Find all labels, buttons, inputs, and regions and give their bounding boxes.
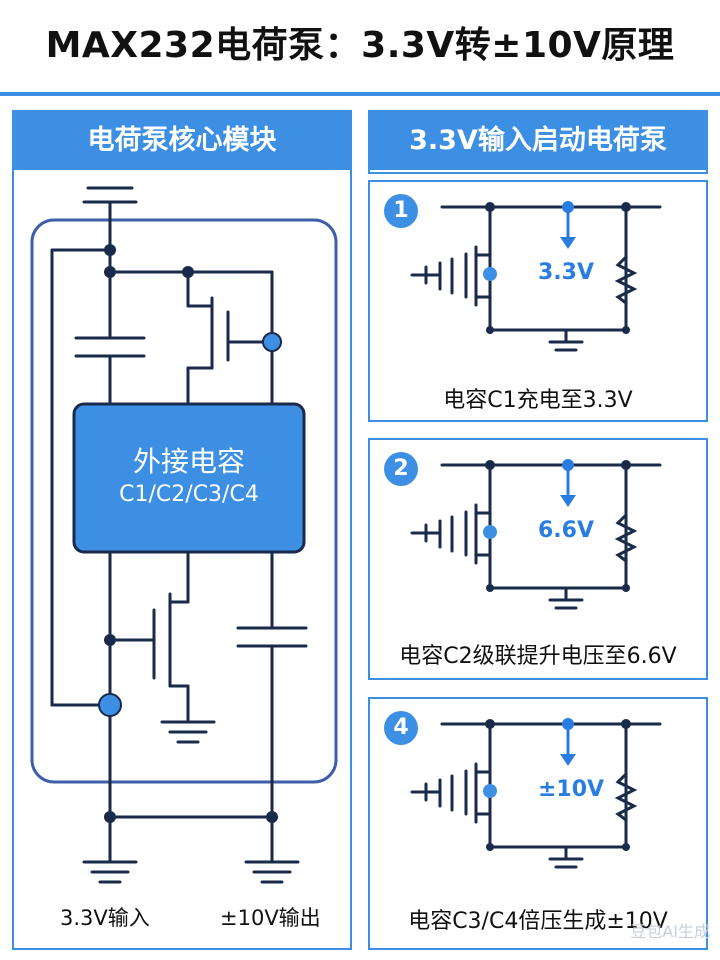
- step-2-voltage: 6.6V: [538, 518, 594, 543]
- junction-dot: [182, 266, 194, 278]
- step-2-badge: 2: [384, 452, 418, 486]
- junction-dot: [104, 811, 116, 823]
- step-4-caption: 电容C3/C4倍压生成±10V: [408, 909, 668, 934]
- step-4-badge: 4: [384, 711, 418, 745]
- junction-dot: [486, 843, 494, 851]
- junction-dot: [485, 202, 495, 212]
- voltage-arrow-head: [560, 495, 576, 507]
- junction-dot: [104, 244, 116, 256]
- transistor-node: [483, 267, 497, 281]
- resistor-zigzag: [614, 772, 638, 822]
- voltage-arrow-head: [560, 754, 576, 766]
- junction-dot: [104, 634, 116, 646]
- charge-pump-core-panel: 电荷泵核心模块: [12, 110, 352, 950]
- right-panel-header: 3.3V输入启动电荷泵: [370, 112, 706, 170]
- external-capacitor-chip: [72, 402, 306, 554]
- input-label: 3.3V输入: [60, 906, 150, 930]
- arrow-source-node: [562, 459, 574, 471]
- left-panel-header: 电荷泵核心模块: [14, 112, 350, 170]
- junction-dot: [622, 584, 630, 592]
- junction-dot: [622, 326, 630, 334]
- transistor-node: [483, 525, 497, 539]
- page-title: MAX232电荷泵：3.3V转±10V原理: [45, 25, 675, 66]
- step-1-panel: 1 3.3V 电容C1充电至3.3V: [368, 180, 708, 422]
- gate-node-bottom: [98, 693, 122, 717]
- junction-dot: [621, 202, 631, 212]
- resistor-zigzag: [614, 255, 638, 305]
- module-outline: [30, 218, 338, 784]
- step-1-badge: 1: [384, 194, 418, 228]
- voltage-arrow-head: [560, 237, 576, 249]
- junction-dot: [485, 460, 495, 470]
- step-4-panel: 4 ±10V 电容C3/C4倍压生成±10V: [368, 697, 708, 950]
- transistor-node: [483, 784, 497, 798]
- chip-label-line2: C1/C2/C3/C4: [119, 482, 259, 507]
- output-label: ±10V输出: [220, 906, 321, 930]
- step-2-caption: 电容C2级联提升电压至6.6V: [399, 644, 677, 669]
- junction-dot: [266, 811, 278, 823]
- resistor-zigzag: [614, 513, 638, 563]
- junction-dot: [485, 719, 495, 729]
- junction-dot: [621, 460, 631, 470]
- junction-dot: [104, 266, 116, 278]
- right-panel: 3.3V输入启动电荷泵: [368, 110, 708, 174]
- step-2-panel: 2 6.6V 电容C2级联提升电压至6.6V: [368, 438, 708, 680]
- junction-dot: [486, 584, 494, 592]
- gate-node-top: [262, 332, 282, 352]
- junction-dot: [486, 326, 494, 334]
- arrow-source-node: [562, 201, 574, 213]
- step-1-voltage: 3.3V: [538, 260, 594, 285]
- junction-dot: [621, 719, 631, 729]
- junction-dot: [622, 843, 630, 851]
- watermark: 豆包AI生成: [630, 922, 710, 941]
- step-4-voltage: ±10V: [538, 777, 605, 802]
- step-1-caption: 电容C1充电至3.3V: [443, 388, 633, 413]
- title-divider: [0, 92, 720, 96]
- arrow-source-node: [562, 718, 574, 730]
- chip-label-line1: 外接电容: [132, 445, 245, 478]
